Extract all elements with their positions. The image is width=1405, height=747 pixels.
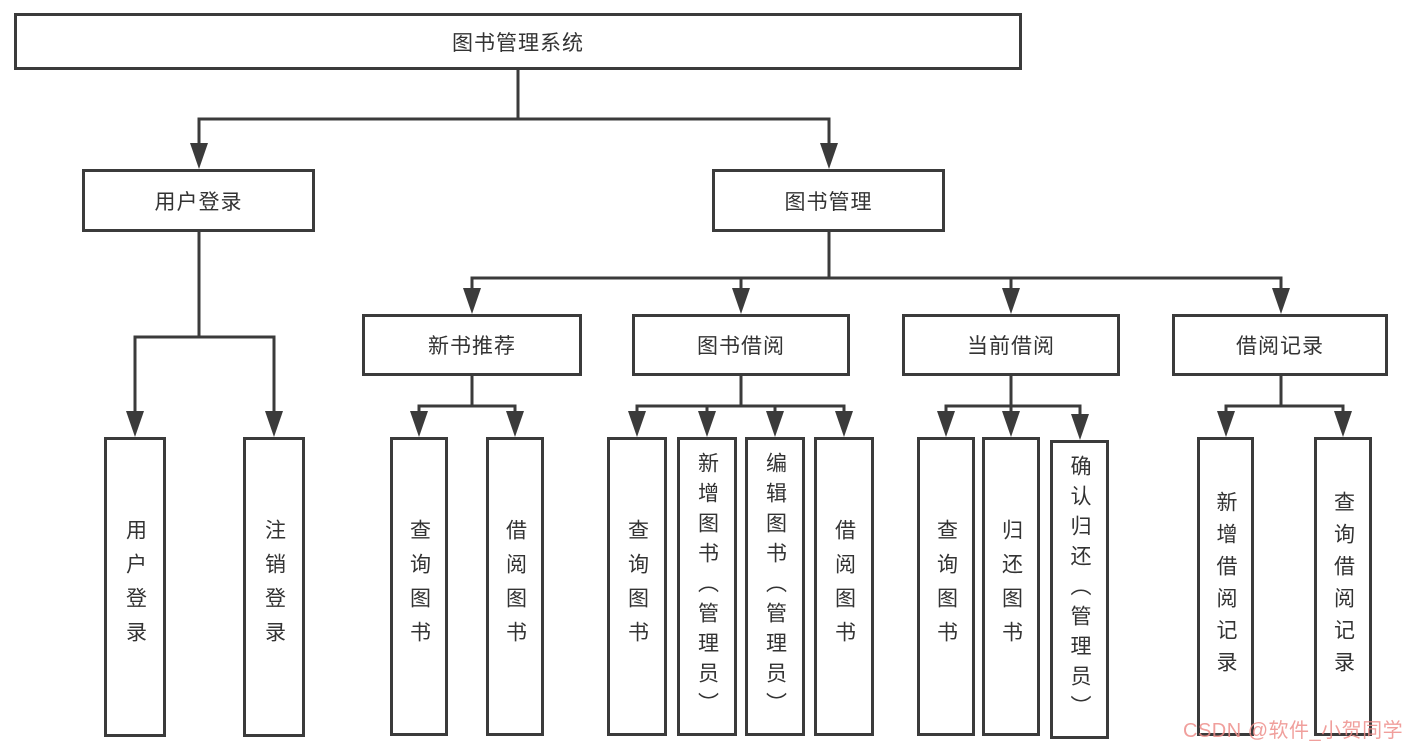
leaf-return-books: 归还图书	[982, 437, 1040, 736]
watermark: CSDN @软件_小贺同学	[1183, 720, 1404, 742]
arrowhead-down-icon	[126, 411, 144, 437]
arrowhead-down-icon	[1071, 414, 1089, 440]
arrowhead-down-icon	[1002, 288, 1020, 314]
node-new-book-recommend: 新书推荐	[362, 314, 582, 376]
leaf-borrow-books-borrow-label: 借阅图书	[832, 518, 856, 655]
arrowhead-down-icon	[1334, 411, 1352, 437]
arrowhead-down-icon	[628, 411, 646, 437]
leaf-query-books-borrow-label: 查询图书	[625, 518, 649, 655]
node-root-label: 图书管理系统	[452, 31, 584, 55]
arrowhead-down-icon	[698, 411, 716, 437]
leaf-confirm-return-admin-label: 确认归还（管理员）	[1068, 454, 1091, 725]
leaf-query-borrow-record: 查询借阅记录	[1314, 437, 1372, 736]
arrowhead-down-icon	[1217, 411, 1235, 437]
node-current-borrow-label: 当前借阅	[967, 335, 1055, 358]
leaf-add-books-admin: 新增图书（管理员）	[677, 437, 737, 736]
arrowhead-down-icon	[410, 411, 428, 437]
arrowhead-down-icon	[1002, 411, 1020, 437]
arrowhead-down-icon	[265, 411, 283, 437]
arrowhead-down-icon	[732, 288, 750, 314]
node-root: 图书管理系统	[14, 13, 1022, 70]
node-user-login-label: 用户登录	[154, 190, 243, 214]
leaf-query-books-current: 查询图书	[917, 437, 975, 736]
leaf-query-books-recommend-label: 查询图书	[407, 518, 431, 655]
arrowhead-down-icon	[835, 411, 853, 437]
leaf-query-books-borrow: 查询图书	[607, 437, 667, 736]
leaf-return-books-label: 归还图书	[999, 518, 1023, 655]
leaf-add-borrow-record: 新增借阅记录	[1197, 437, 1254, 736]
node-current-borrow: 当前借阅	[902, 314, 1120, 376]
node-borrow-records: 借阅记录	[1172, 314, 1388, 376]
leaf-user-login-label: 用户登录	[123, 519, 147, 655]
node-borrow-records-label: 借阅记录	[1236, 335, 1324, 358]
node-book-borrow: 图书借阅	[632, 314, 850, 376]
arrowhead-down-icon	[463, 288, 481, 314]
leaf-borrow-books-recommend-label: 借阅图书	[503, 518, 527, 655]
arrowhead-down-icon	[1272, 288, 1290, 314]
leaf-edit-books-admin: 编辑图书（管理员）	[745, 437, 805, 736]
node-book-management: 图书管理	[712, 169, 945, 232]
leaf-query-books-current-label: 查询图书	[934, 518, 958, 655]
arrowhead-down-icon	[506, 411, 524, 437]
leaf-logout-label: 注销登录	[262, 519, 286, 655]
leaf-borrow-books-recommend: 借阅图书	[486, 437, 544, 736]
node-new-book-recommend-label: 新书推荐	[428, 335, 516, 358]
node-book-borrow-label: 图书借阅	[697, 335, 785, 358]
leaf-user-login: 用户登录	[104, 437, 166, 737]
arrowhead-down-icon	[937, 411, 955, 437]
leaf-logout: 注销登录	[243, 437, 305, 737]
leaf-edit-books-admin-label: 编辑图书（管理员）	[763, 451, 787, 722]
leaf-query-borrow-record-label: 查询借阅记录	[1331, 490, 1355, 683]
arrowhead-down-icon	[766, 411, 784, 437]
leaf-add-borrow-record-label: 新增借阅记录	[1214, 490, 1237, 683]
node-book-management-label: 图书管理	[784, 190, 873, 214]
node-user-login: 用户登录	[82, 169, 315, 232]
arrowhead-down-icon	[820, 143, 838, 169]
leaf-confirm-return-admin: 确认归还（管理员）	[1050, 440, 1109, 739]
leaf-query-books-recommend: 查询图书	[390, 437, 448, 736]
leaf-add-books-admin-label: 新增图书（管理员）	[695, 451, 719, 722]
leaf-borrow-books-borrow: 借阅图书	[814, 437, 874, 736]
arrowhead-down-icon	[190, 143, 208, 169]
